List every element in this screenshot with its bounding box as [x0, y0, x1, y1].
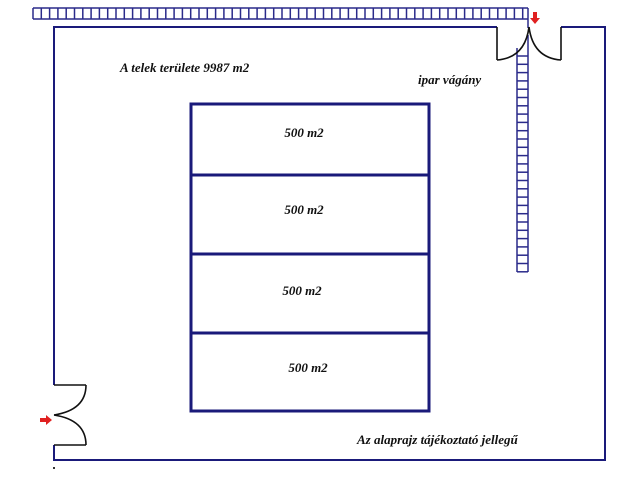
- unit-label: 500 m2: [282, 283, 322, 298]
- marker-dot: [53, 467, 55, 469]
- disclaimer: Az alaprajz tájékoztató jellegű: [356, 432, 518, 447]
- plot-area-label: A telek területe 9987 m2: [119, 60, 250, 75]
- double-door-icon: [496, 26, 562, 61]
- building: [189, 102, 431, 413]
- red-arrow-icon: [530, 12, 540, 24]
- rail-track-vertical: [516, 35, 529, 273]
- rail-track-top: [32, 7, 529, 28]
- plot-boundary: [53, 26, 606, 461]
- unit-label: 500 m2: [284, 202, 324, 217]
- unit-label: 500 m2: [288, 360, 328, 375]
- double-door-icon: [53, 384, 87, 446]
- red-arrow-icon: [40, 415, 52, 425]
- rail-label: ipar vágány: [418, 72, 481, 87]
- unit-label: 500 m2: [284, 125, 324, 140]
